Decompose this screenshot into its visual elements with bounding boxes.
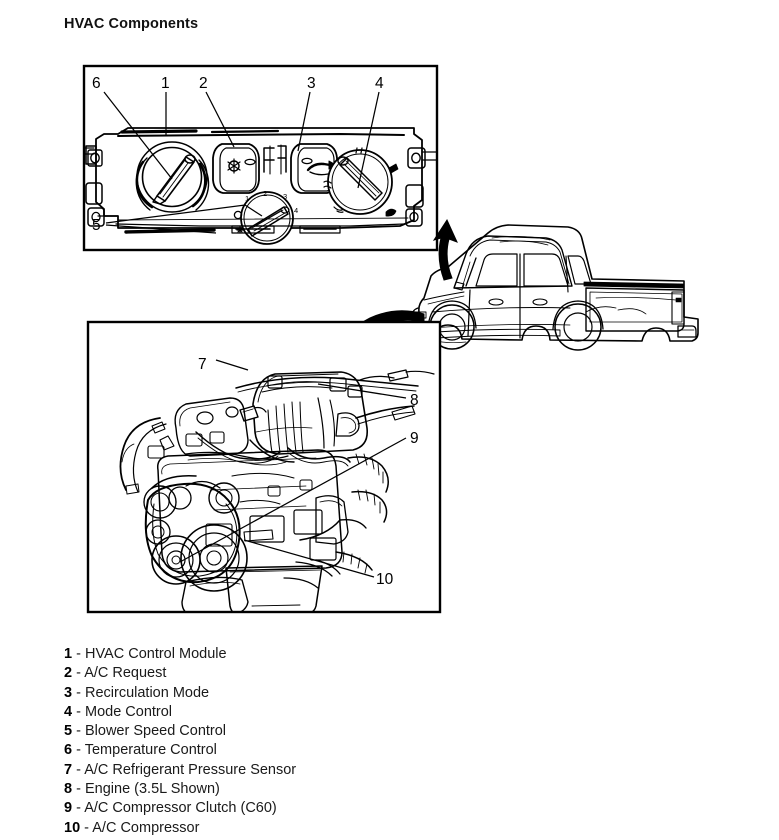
- legend-label: A/C Refrigerant Pressure Sensor: [84, 761, 297, 778]
- legend-number: 7: [64, 761, 73, 778]
- legend-number: 8: [64, 781, 73, 798]
- legend-label: HVAC Control Module: [84, 646, 227, 662]
- legend-separator: -: [76, 646, 81, 662]
- blower-mark-1: 1: [245, 194, 249, 203]
- right-side-accessories: [239, 479, 373, 589]
- legend-label: Recirculation Mode: [84, 684, 210, 701]
- callout-1-label: 1: [161, 75, 170, 92]
- temperature-control-knob: [135, 141, 210, 213]
- legend-item: 9 - A/C Compressor Clutch (C60): [64, 799, 484, 818]
- control-panel-callout-labels: 6 1 2 3 4 5: [92, 75, 384, 234]
- legend-separator: -: [84, 819, 90, 836]
- page-title: HVAC Components: [64, 16, 199, 32]
- legend-item: 7 - A/C Refrigerant Pressure Sensor: [64, 761, 484, 780]
- legend-label: Temperature Control: [84, 742, 217, 759]
- blower-mark-4: 4: [294, 206, 298, 215]
- vehicle-illustration: [404, 224, 699, 351]
- hvac-components-figure: 6 1 2 3 4 5 1 2 3 4: [0, 40, 779, 630]
- legend-item: 2 - A/C Request: [64, 664, 484, 683]
- legend-item: 4 - Mode Control: [64, 703, 484, 722]
- callout-10-label: 10: [376, 571, 394, 588]
- legend-number: 2: [64, 665, 73, 682]
- callout-3-label: 3: [307, 75, 316, 92]
- ac-request-button: [212, 143, 260, 194]
- mode-control-knob: [323, 147, 399, 217]
- engine-callout-labels: 7 8 9 10: [198, 356, 419, 588]
- legend-item: 3 - Recirculation Mode: [64, 684, 484, 703]
- engine-compartment-frame: [86, 320, 442, 614]
- mode-glyph-bi-level: [388, 163, 399, 174]
- mode-glyph-floor: [333, 206, 344, 213]
- legend-label: A/C Compressor: [92, 819, 200, 836]
- legend-number: 3: [64, 684, 73, 701]
- legend-item: 5 - Blower Speed Control: [64, 722, 484, 741]
- engine-block: [156, 449, 343, 611]
- blower-mark-3: 3: [283, 192, 287, 201]
- callout-2-label: 2: [199, 75, 208, 92]
- control-panel-callouts: [103, 91, 380, 234]
- component-legend: 1 - HVAC Control Module 2 - A/C Request …: [64, 645, 484, 838]
- engine-callouts: [179, 359, 407, 578]
- legend-label: Blower Speed Control: [84, 723, 227, 740]
- blower-mark-2: 2: [263, 189, 267, 198]
- callout-9-label: 9: [410, 430, 419, 447]
- callout-7-label: 7: [198, 356, 207, 373]
- legend-number: 10: [64, 819, 81, 836]
- callout-4-label: 4: [375, 75, 384, 92]
- figure-canvas: 6 1 2 3 4 5 1 2 3 4: [82, 64, 699, 614]
- legend-item: 8 - Engine (3.5L Shown): [64, 780, 484, 799]
- callout-6-label: 6: [92, 75, 101, 92]
- ac-snowflake-icon: [227, 158, 241, 174]
- legend-number: 5: [64, 723, 73, 740]
- legend-item: 10 - A/C Compressor: [64, 819, 484, 838]
- legend-item: 6 - Temperature Control: [64, 741, 484, 760]
- legend-label: A/C Compressor Clutch (C60): [84, 800, 277, 817]
- left-cylinder-head-assembly: [119, 397, 249, 495]
- legend-number: 4: [64, 703, 73, 720]
- blower-dial-index-digits: 1 2 3 4: [245, 189, 298, 215]
- mode-glyph-defog: [385, 208, 397, 217]
- legend-label: A/C Request: [84, 665, 167, 682]
- legend-separator: -: [76, 742, 81, 759]
- legend-label: Engine (3.5L Shown): [84, 781, 220, 798]
- blower-fan-icon: [236, 226, 244, 234]
- legend-label: Mode Control: [84, 703, 173, 720]
- legend-number: 6: [64, 742, 73, 759]
- legend-separator: -: [76, 723, 81, 740]
- engine-drawing: [119, 369, 435, 611]
- center-vent-fins: [263, 144, 287, 175]
- legend-separator: -: [76, 665, 81, 682]
- legend-separator: -: [76, 781, 81, 798]
- callout-5-label: 5: [92, 217, 101, 234]
- legend-item: 1 - HVAC Control Module: [64, 645, 484, 664]
- coolant-hoses: [195, 431, 389, 541]
- fuel-rail-and-harness: [235, 369, 435, 425]
- legend-separator: -: [76, 800, 81, 817]
- legend-separator: -: [76, 703, 81, 720]
- legend-number: 9: [64, 800, 73, 817]
- legend-separator: -: [76, 684, 81, 701]
- mode-glyph-vent: [323, 180, 332, 189]
- mode-glyph-defrost: [355, 147, 363, 154]
- callout-8-label: 8: [410, 392, 419, 409]
- hvac-control-head-drawing: [84, 127, 436, 245]
- legend-number: 1: [64, 646, 73, 662]
- engine-wiring: [185, 451, 295, 479]
- legend-separator: -: [76, 761, 81, 778]
